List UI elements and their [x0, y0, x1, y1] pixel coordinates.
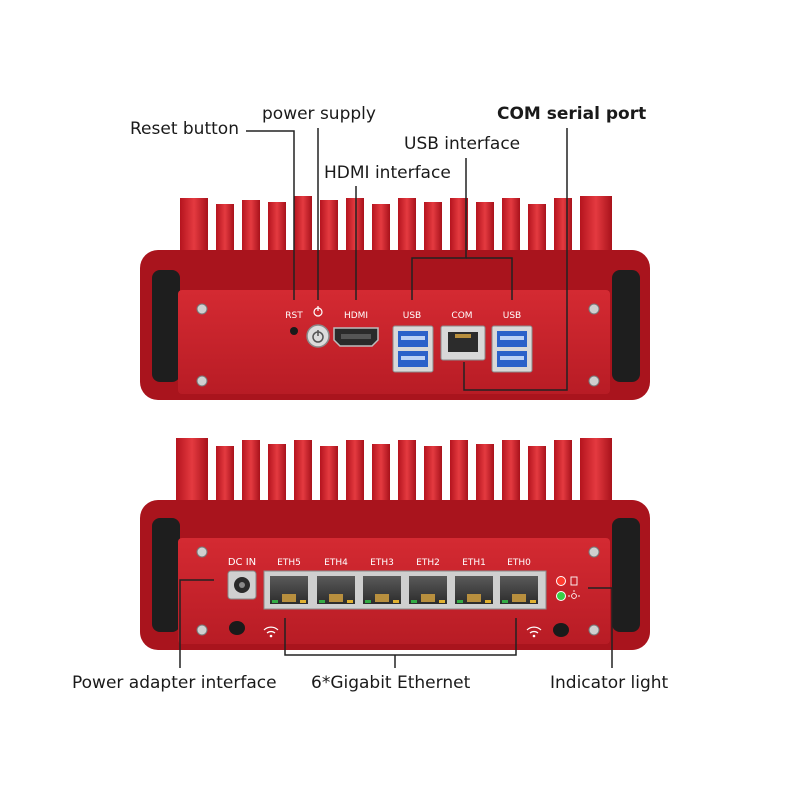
- callout-indicator-light: Indicator light: [550, 673, 669, 693]
- screw: [588, 546, 600, 558]
- screw: [588, 375, 600, 387]
- usb-right-label: USB: [503, 311, 521, 321]
- rst-label: RST: [285, 311, 303, 321]
- ethernet-block: [263, 570, 547, 610]
- eth-port-label: ETH3: [370, 558, 394, 568]
- ethernet-port: ETH3: [363, 558, 401, 604]
- leader-dc: [179, 579, 214, 668]
- dc-jack: [227, 570, 257, 600]
- wifi-icon: [263, 626, 279, 638]
- power-symbol-icon: [313, 306, 323, 317]
- screw: [588, 624, 600, 636]
- ethernet-port: ETH5: [270, 558, 308, 604]
- leader-usb: [411, 158, 467, 300]
- ethernet-port: ETH0: [500, 558, 538, 604]
- usb-left-label: USB: [403, 311, 421, 321]
- eth-port-label: ETH1: [462, 558, 486, 568]
- side-vent-right: [612, 270, 640, 382]
- rear-unit: DC IN ETH5 ETH4: [140, 438, 650, 650]
- leader-usb-right: [466, 257, 513, 300]
- ethernet-port: ETH4: [317, 558, 355, 604]
- led-red: [556, 576, 566, 586]
- leader-com: [463, 128, 568, 391]
- power-button: [306, 324, 330, 348]
- eth-port-label: ETH5: [277, 558, 301, 568]
- side-vent-left: [152, 518, 180, 632]
- ethernet-ports: ETH5 ETH4 ETH3 ETH2: [270, 558, 538, 604]
- eth-port-label: ETH0: [507, 558, 531, 568]
- leader-indicator: [588, 587, 613, 668]
- usb-port-stack-left: [392, 325, 434, 373]
- leader-lines: [179, 128, 613, 668]
- hdmi-label: HDMI: [344, 311, 368, 321]
- dc-in-label: DC IN: [228, 557, 256, 568]
- leader-reset: [246, 130, 295, 300]
- reset-hole: [290, 327, 298, 335]
- usb-port-stack-right: [491, 325, 533, 373]
- callout-power-supply: power supply: [262, 104, 376, 124]
- callout-power-adapter: Power adapter interface: [72, 673, 277, 693]
- hdd-icon: [570, 576, 578, 586]
- screw: [196, 375, 208, 387]
- front-unit: RST HDMI USB COM USB: [140, 196, 650, 400]
- wifi-icon: [526, 626, 542, 638]
- hdmi-port: [333, 327, 379, 347]
- leader-ethernet: [284, 618, 517, 656]
- callout-usb-interface: USB interface: [404, 134, 521, 154]
- callout-gigabit-ethernet: 6*Gigabit Ethernet: [311, 673, 471, 693]
- indicator-lights: [556, 576, 580, 601]
- ethernet-port: ETH1: [455, 558, 493, 604]
- side-vent-right: [612, 518, 640, 632]
- side-vent-left: [152, 270, 180, 382]
- callout-com-serial-port: COM serial port: [497, 104, 647, 124]
- callout-hdmi-interface: HDMI interface: [324, 163, 451, 183]
- power-led-icon: [568, 590, 580, 599]
- led-green: [556, 591, 566, 601]
- eth-port-label: ETH4: [324, 558, 348, 568]
- com-port: [440, 325, 486, 361]
- screw: [588, 303, 600, 315]
- screw: [196, 624, 208, 636]
- com-label: COM: [451, 311, 472, 321]
- callout-reset-button: Reset button: [130, 119, 239, 139]
- eth-port-label: ETH2: [416, 558, 440, 568]
- screw: [196, 303, 208, 315]
- screw: [196, 546, 208, 558]
- ethernet-port: ETH2: [409, 558, 447, 604]
- antenna-hole-right: [553, 623, 569, 637]
- antenna-hole-left: [229, 621, 245, 635]
